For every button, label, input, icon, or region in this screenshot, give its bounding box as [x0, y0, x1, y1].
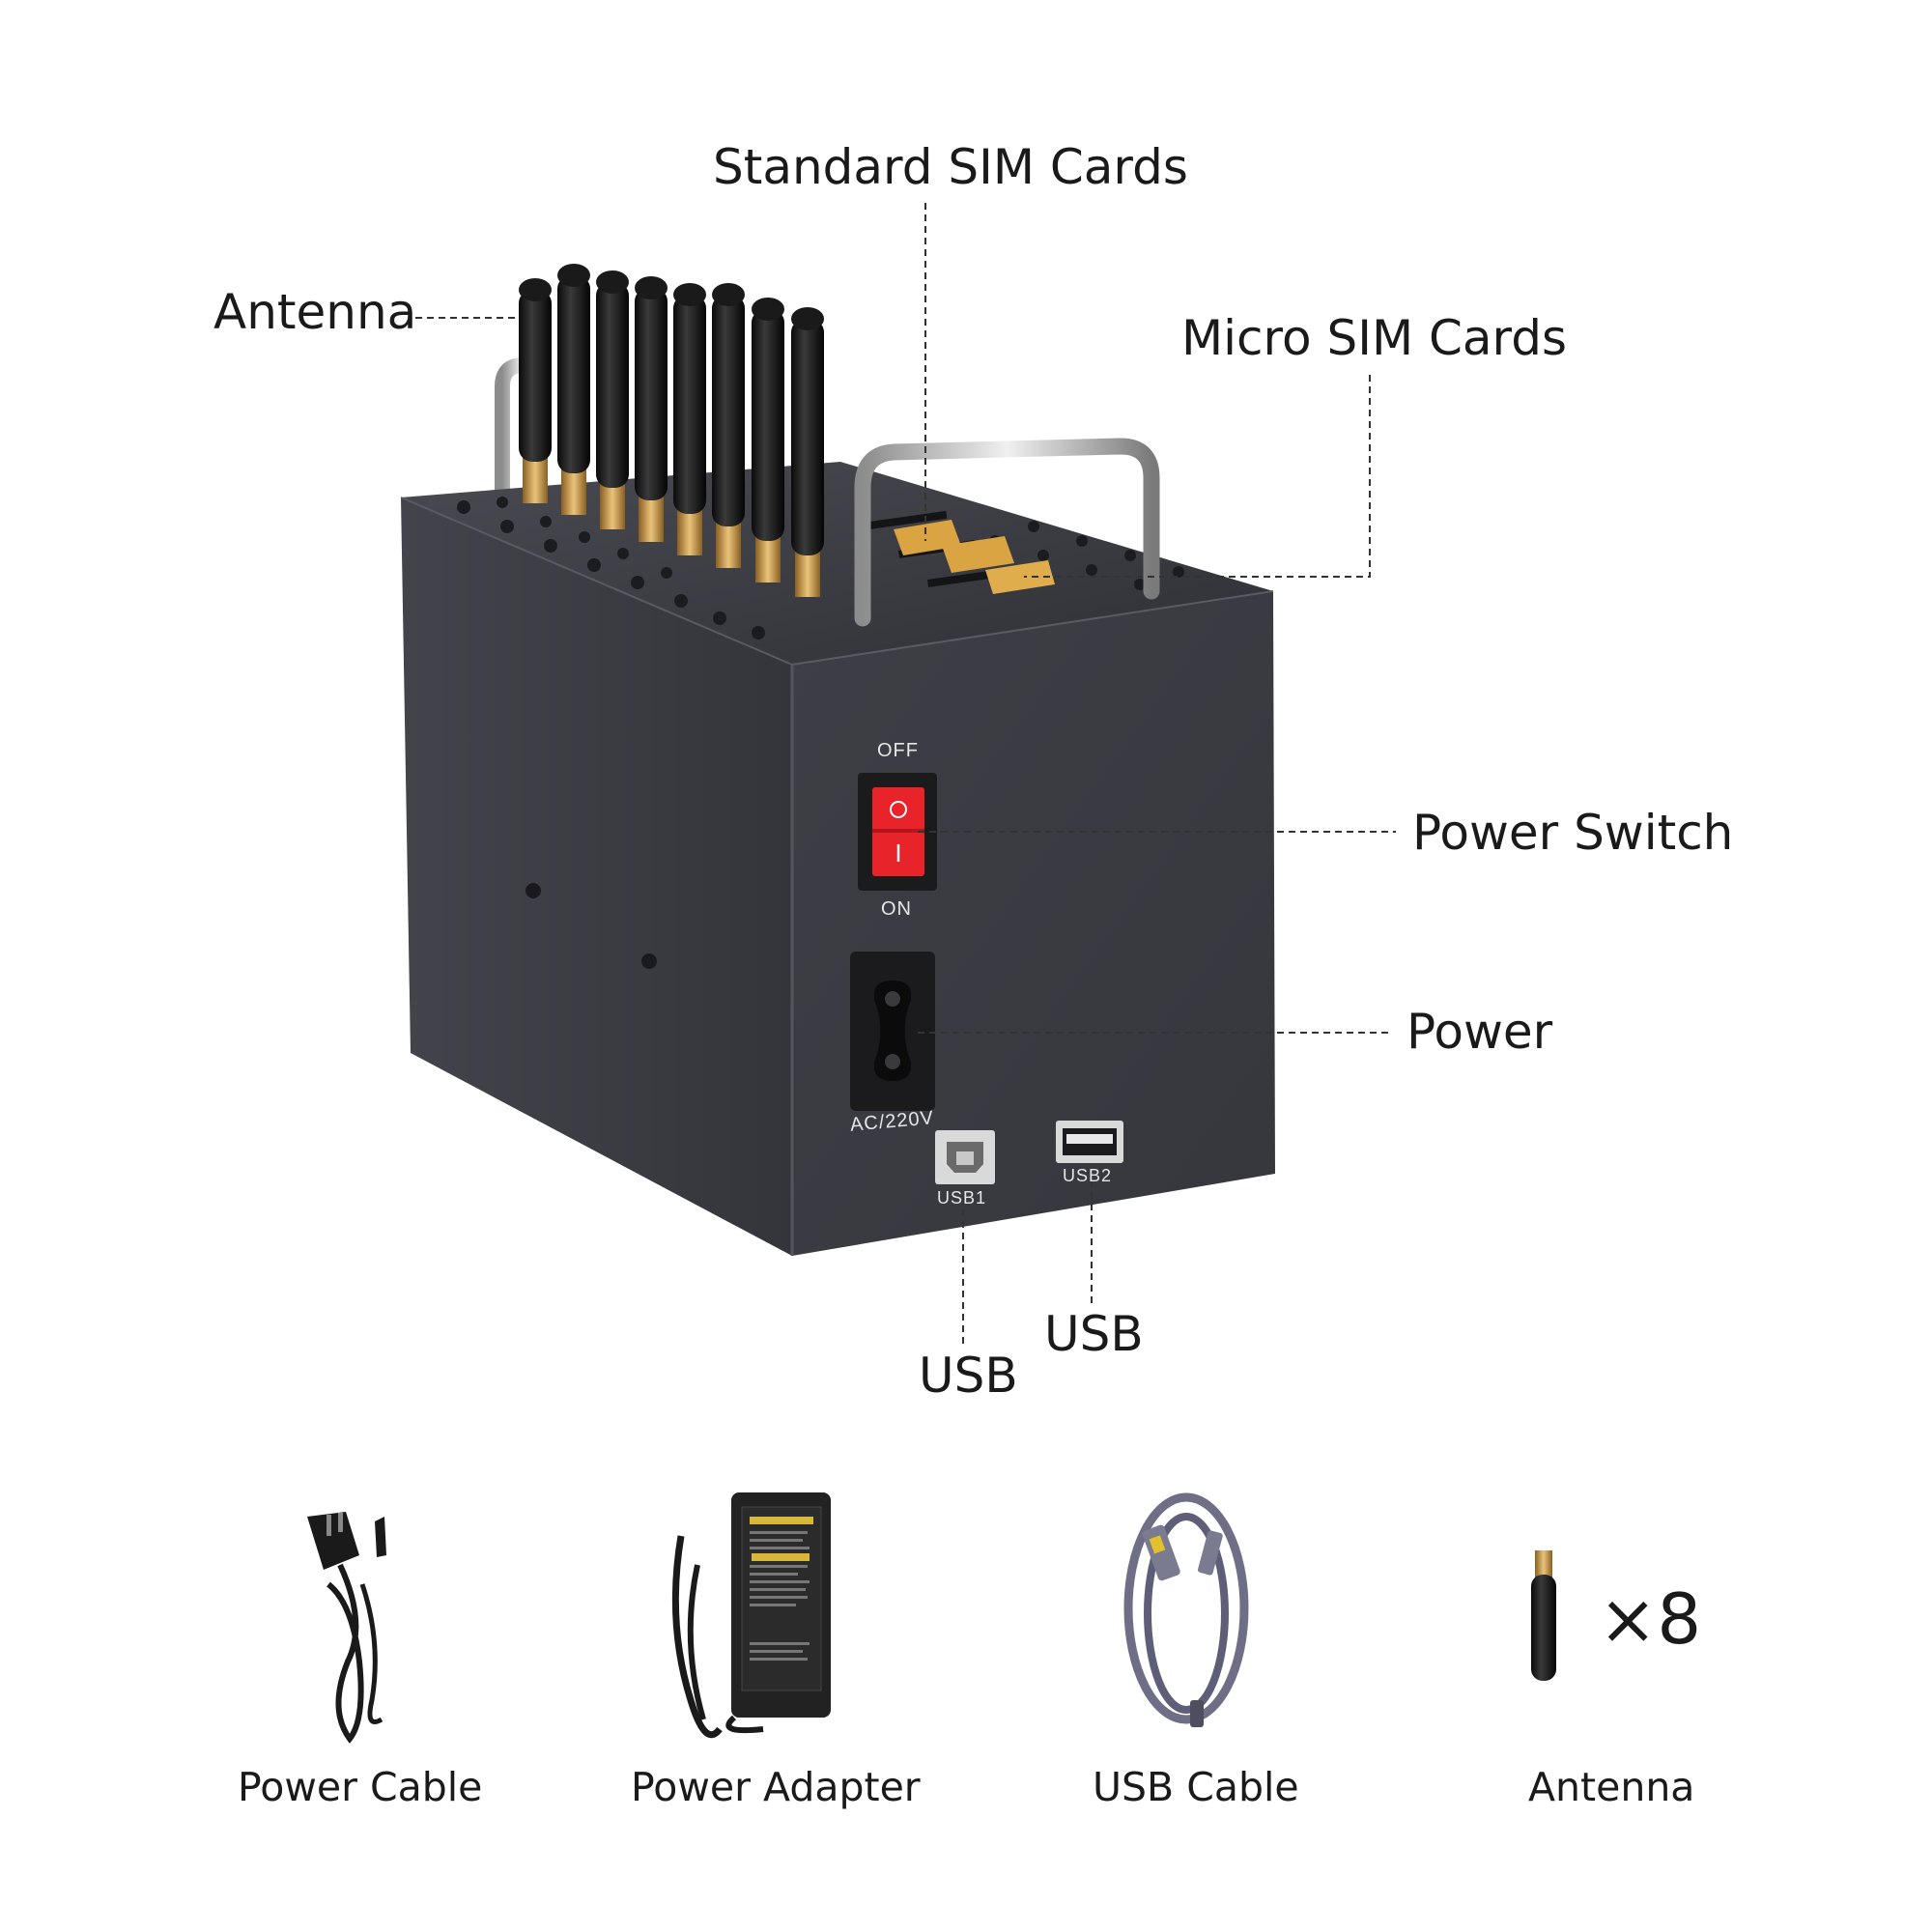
top-port-holes — [457, 497, 1184, 639]
antenna-2 — [557, 264, 590, 515]
standard-sim-cards-label: Standard SIM Cards — [713, 139, 1188, 195]
antenna-6 — [712, 283, 745, 568]
micro-sim-cards-label: Micro SIM Cards — [1181, 310, 1567, 366]
power-label: Power — [1406, 1004, 1553, 1060]
usb1-port — [935, 1130, 995, 1184]
antenna-8 — [791, 307, 824, 597]
antenna-5 — [673, 283, 706, 555]
power-switch-label: Power Switch — [1412, 805, 1734, 861]
side-screw — [526, 883, 541, 898]
standard-sim-card — [942, 536, 1014, 573]
usb-label-right: USB — [1044, 1306, 1144, 1362]
antenna-7 — [752, 298, 784, 582]
accessory-label-power-cable: Power Cable — [238, 1764, 483, 1810]
usb2-marking: USB2 — [1063, 1166, 1113, 1185]
sim-card-slots — [869, 510, 1055, 594]
accessory-label-antenna: Antenna — [1528, 1764, 1695, 1810]
ac-power-inlet — [850, 952, 935, 1111]
antenna-1 — [519, 278, 552, 503]
micro-sim-card — [985, 560, 1055, 594]
power-switch[interactable] — [858, 773, 937, 891]
callout-lines — [415, 203, 1396, 1345]
antenna-label: Antenna — [213, 284, 417, 340]
antenna-3 — [596, 270, 629, 529]
device-front-panel — [792, 591, 1275, 1256]
antenna-count: ×8 — [1599, 1578, 1702, 1660]
usb2-port — [1056, 1121, 1123, 1163]
front-handle — [854, 438, 1160, 627]
accessory-label-usb-cable: USB Cable — [1093, 1764, 1299, 1810]
accessory-label-power-adapter: Power Adapter — [631, 1764, 921, 1810]
usb1-marking: USB1 — [937, 1188, 987, 1208]
switch-off-marking: OFF — [877, 740, 919, 761]
side-screw — [641, 953, 657, 969]
micro-sim-callout-line — [1024, 375, 1371, 578]
antenna-4 — [635, 276, 668, 542]
usb-label-left: USB — [919, 1348, 1018, 1404]
switch-on-marking: ON — [881, 898, 912, 920]
device-side-panel — [401, 497, 792, 1256]
antenna-array — [519, 264, 824, 597]
